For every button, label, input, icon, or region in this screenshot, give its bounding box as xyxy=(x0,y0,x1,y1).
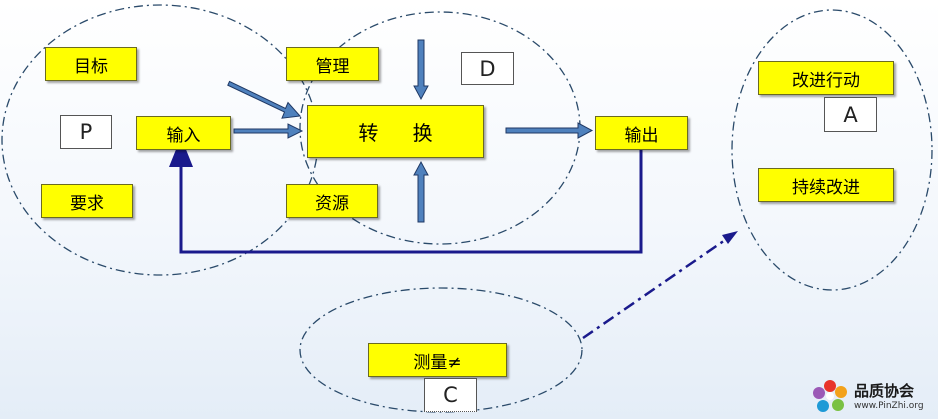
tag-p: P xyxy=(60,115,112,149)
requirement-box: 要求 xyxy=(41,184,133,218)
measure-to-act-arrowhead xyxy=(722,231,738,244)
measure-box: 测量≠ xyxy=(368,343,507,377)
output-box: 输出 xyxy=(595,116,688,150)
tag-d: D xyxy=(461,52,514,85)
pinzhi-logo: 品质协会 www.PinZhi.org xyxy=(810,378,935,416)
transform-to-output-arrow xyxy=(505,122,594,139)
management-down-arrow xyxy=(413,39,429,101)
improve-action-box: 改进行动 xyxy=(758,61,894,95)
input-to-transform-arrow xyxy=(233,123,304,139)
goal-box: 目标 xyxy=(45,47,137,81)
feedback-line xyxy=(169,137,643,254)
resource-box: 资源 xyxy=(286,184,378,218)
logo-title: 品质协会 xyxy=(854,382,915,400)
input-box: 输入 xyxy=(136,116,231,150)
act-ellipse xyxy=(731,9,933,291)
management-box: 管理 xyxy=(286,47,379,81)
transform-box: 转 换 xyxy=(307,105,484,158)
measure-to-act-arrow xyxy=(582,236,729,340)
goal-to-transform-arrow xyxy=(227,80,302,119)
flower-logo-icon xyxy=(813,380,847,412)
logo-url: www.PinZhi.org xyxy=(854,401,924,411)
check-ellipse xyxy=(299,287,583,413)
continuous-improve-box: 持续改进 xyxy=(758,168,894,202)
resource-up-arrow xyxy=(413,160,429,223)
tag-c: C xyxy=(424,378,477,412)
tag-a: A xyxy=(824,97,877,132)
